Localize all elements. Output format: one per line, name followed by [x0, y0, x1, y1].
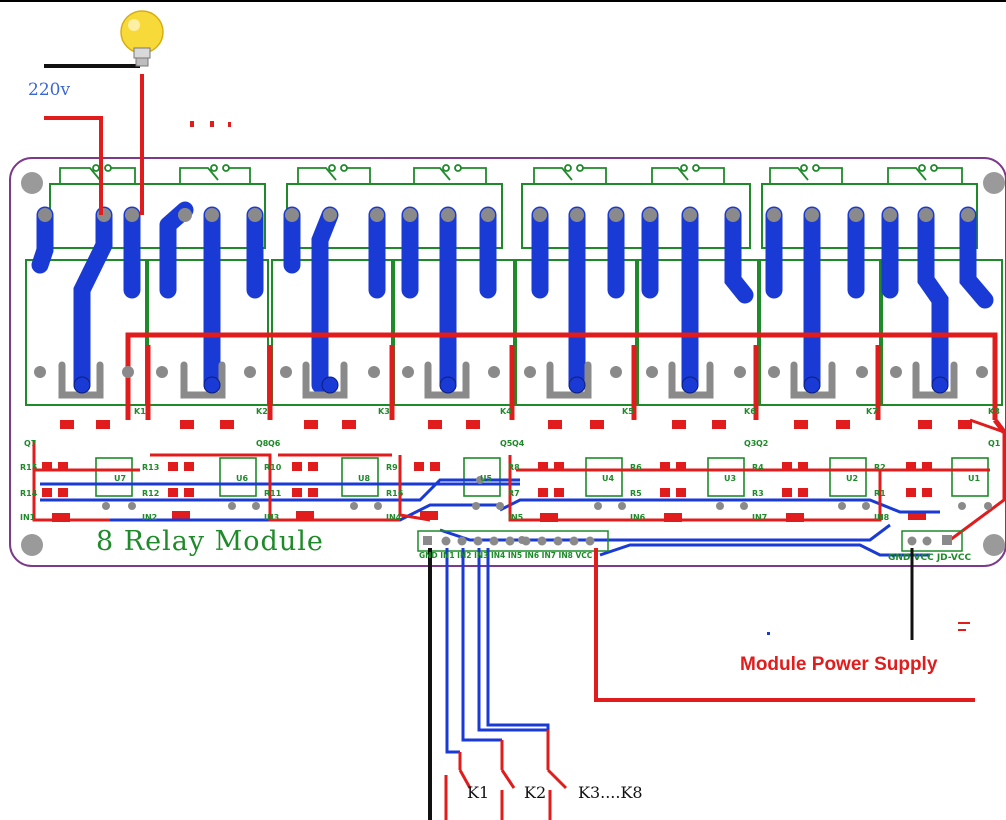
resistor-designator: R3	[752, 489, 764, 498]
optocoupler-designator: U3	[724, 474, 736, 483]
input-led-designator: IN6	[630, 513, 646, 522]
resistor-designator: R15	[20, 463, 38, 472]
mains-live-wire	[44, 116, 103, 215]
resistor-designator: R9	[386, 463, 398, 472]
resistor-designator: R1	[874, 489, 886, 498]
transistor-designator: Q1	[988, 439, 1001, 448]
module-power-supply-label: Module Power Supply	[740, 654, 938, 675]
vcc-feed-wire	[594, 548, 975, 702]
terminal-switch-symbols	[59, 164, 963, 184]
relay-designator: K2	[256, 407, 268, 416]
mounting-hole-bottom-left	[21, 534, 43, 556]
switch-icon	[458, 768, 568, 790]
transistor-designator: Q2	[756, 439, 768, 448]
input-led-designator: IN4	[386, 513, 402, 522]
switch-k1-label: K1	[467, 783, 490, 802]
optocoupler-designator: U8	[358, 474, 370, 483]
input-led-designator: IN3	[264, 513, 279, 522]
optocoupler-designator: U1	[968, 474, 980, 483]
transistor-designator: Q5	[500, 439, 513, 448]
driver-grey-pads	[102, 476, 992, 544]
relay-designator: K5	[622, 407, 634, 416]
transistor-designator: Q8	[256, 439, 269, 448]
relay-designator: K3	[378, 407, 390, 416]
power-header	[901, 530, 963, 552]
input-header-pin-labels: GND IN1 IN2 IN3 IN4 IN5 IN6 IN7 IN8 VCC	[419, 551, 593, 560]
resistor-designator: R12	[142, 489, 159, 498]
relay-designator: K6	[744, 407, 756, 416]
relay-designator: K7	[866, 407, 878, 416]
relay-coil-pins	[58, 361, 958, 399]
resistor-designator: R16	[386, 489, 404, 498]
relay-designator: K8	[988, 407, 1000, 416]
switch-k2-label: K2	[524, 783, 547, 802]
red-marker	[958, 622, 970, 631]
transistor-designator: Q6	[268, 439, 281, 448]
relay-pin-pads	[34, 366, 988, 378]
switch-k3-k8-label: K3....K8	[578, 783, 643, 802]
input-led-designator: IN7	[752, 513, 767, 522]
mounting-hole-top-left	[21, 172, 43, 194]
resistor-designator: R14	[20, 489, 38, 498]
mains-voltage-label: 220v	[28, 80, 71, 100]
input-led-designator: IN8	[874, 513, 890, 522]
resistor-designator: R8	[508, 463, 520, 472]
resistor-designator: R7	[508, 489, 520, 498]
optocoupler-designator: U7	[114, 474, 126, 483]
resistor-designator: R2	[874, 463, 886, 472]
transistor-designator: Q7	[24, 439, 36, 448]
relay-center-pads	[73, 376, 949, 394]
transistor-designator: Q3	[744, 439, 756, 448]
optocoupler-designator: U4	[602, 474, 614, 483]
red-dots	[190, 121, 231, 127]
mounting-hole-bottom-right	[983, 534, 1005, 556]
resistor-designator: R4	[752, 463, 764, 472]
optocoupler-designator: U2	[846, 474, 858, 483]
mounting-hole-top-right	[983, 172, 1005, 194]
resistor-designator: R13	[142, 463, 159, 472]
power-header-pins	[907, 535, 952, 546]
driver-red-traces	[32, 418, 1006, 542]
optocoupler-outlines	[95, 457, 989, 497]
driver-smd-pads	[42, 420, 972, 522]
relay-designator: K4	[500, 407, 512, 416]
board-title: 8 Relay Module	[96, 526, 324, 557]
blue-marker	[767, 632, 770, 635]
input-led-designator: IN2	[142, 513, 157, 522]
power-header-pin-labels: GND VCC JD-VCC	[888, 553, 972, 563]
resistor-designator: R10	[264, 463, 282, 472]
input-control-wires	[428, 548, 552, 820]
top-border-rule	[0, 0, 1006, 2]
resistor-designator: R6	[630, 463, 642, 472]
transistor-designator: Q4	[512, 439, 525, 448]
input-header-pins	[423, 536, 595, 546]
resistor-designator: R5	[630, 489, 642, 498]
relay-designator: K1	[134, 407, 146, 416]
input-led-designator: IN1	[20, 513, 36, 522]
input-header	[417, 530, 609, 552]
light-bulb-icon	[120, 10, 164, 67]
optocoupler-designator: U5	[480, 474, 492, 483]
input-led-designator: IN5	[508, 513, 524, 522]
resistor-designator: R11	[264, 489, 282, 498]
optocoupler-designator: U6	[236, 474, 248, 483]
